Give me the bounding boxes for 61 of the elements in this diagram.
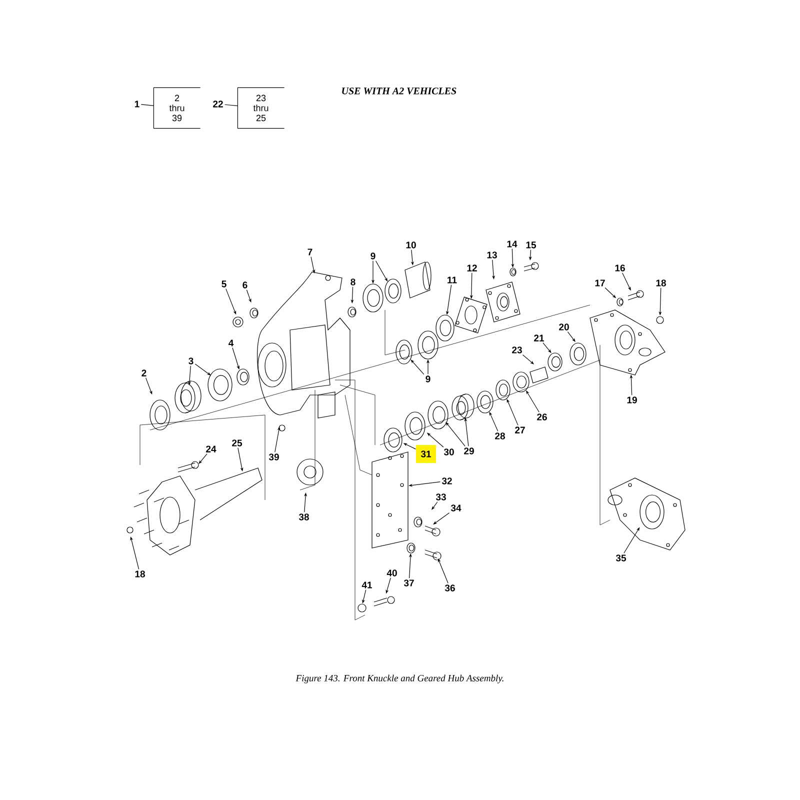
callout-number: 21 xyxy=(534,334,544,342)
bolt-drawing xyxy=(374,596,395,606)
callout-number: 37 xyxy=(404,580,414,586)
callout-number: 8 xyxy=(350,278,356,286)
ring-drawing xyxy=(384,278,402,304)
callout-number: 18 xyxy=(135,570,145,578)
figure-caption: Figure 143. Front Knuckle and Geared Hub Assembly. xyxy=(296,674,504,684)
bracket-box: 23 thru 25 xyxy=(237,87,285,129)
callout-number: 3 xyxy=(188,358,194,364)
callout-number: 32 xyxy=(442,478,452,484)
callout-number: 2 xyxy=(142,370,146,376)
callout-number: 35 xyxy=(616,554,626,562)
callout-number: 22 xyxy=(213,100,223,108)
connector-line xyxy=(140,104,154,106)
callout-number: 12 xyxy=(467,264,477,272)
callout-number: 9 xyxy=(370,252,376,260)
callout-number: 1 xyxy=(134,100,140,108)
callout-number: 18 xyxy=(656,280,666,286)
callout-number: 38 xyxy=(298,514,309,520)
callout-number: 40 xyxy=(386,570,397,576)
highlighted-callout: 31 xyxy=(416,445,436,463)
bracket-box: 2 thru 39 xyxy=(153,87,201,129)
callout-number: 26 xyxy=(537,414,547,420)
callout-number: 6 xyxy=(242,282,248,288)
ring-drawing xyxy=(436,314,454,342)
connector-line xyxy=(224,104,238,106)
callout-number: 39 xyxy=(268,454,279,460)
callout-number: 20 xyxy=(559,324,569,330)
callout-number: 33 xyxy=(436,494,446,500)
callout-number: 14 xyxy=(507,240,518,248)
ring-drawing xyxy=(512,372,530,392)
callout-number: 19 xyxy=(627,396,637,404)
callout-number: 24 xyxy=(206,446,216,452)
callout-number: 28 xyxy=(495,432,505,440)
ring-drawing xyxy=(396,340,412,364)
callout-number: 25 xyxy=(232,440,242,446)
callout-number: 29 xyxy=(464,448,474,454)
callout-number: 10 xyxy=(406,242,416,248)
ring-drawing xyxy=(496,380,510,400)
callout-number: 17 xyxy=(595,280,605,286)
callout-number: 23 xyxy=(512,346,522,354)
callout-number: 4 xyxy=(228,340,234,346)
ring-drawing xyxy=(510,268,516,276)
ring-drawing xyxy=(418,330,438,360)
ring-drawing xyxy=(406,542,416,554)
callout-number: 30 xyxy=(444,448,454,456)
callout-number: 7 xyxy=(308,248,312,256)
plate-drawing xyxy=(454,296,488,334)
note-text: USE WITH A2 VEHICLES xyxy=(342,88,456,94)
callout-number: 16 xyxy=(615,264,625,272)
callout-number: 27 xyxy=(515,426,525,434)
callout-number: 5 xyxy=(222,280,226,288)
callout-number: 13 xyxy=(487,252,497,258)
callout-number: 34 xyxy=(450,504,462,512)
callout-number: 36 xyxy=(444,584,455,592)
callout-number: 41 xyxy=(362,582,372,588)
callout-number: 15 xyxy=(526,242,536,248)
callout-number: 9 xyxy=(426,376,430,382)
callout-number: 11 xyxy=(448,276,457,284)
ring-drawing xyxy=(362,284,384,312)
ring-drawing xyxy=(476,390,494,414)
